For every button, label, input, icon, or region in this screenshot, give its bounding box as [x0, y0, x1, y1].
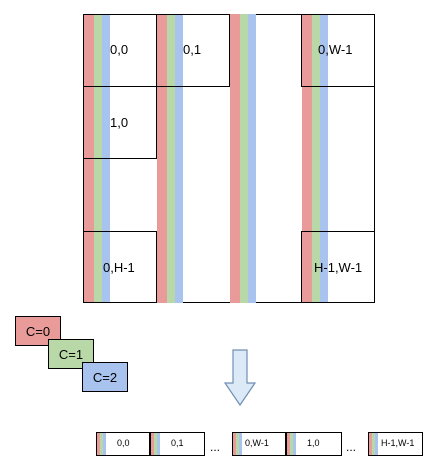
cell-0-w [301, 14, 375, 87]
channel-box-2: C=2 [82, 362, 128, 392]
column-stripes-w [302, 14, 328, 303]
sequence-label-4: H-1,W-1 [381, 438, 415, 448]
sequence-item-3: 1,0 [286, 432, 342, 456]
cell-label-0-w: 0,W-1 [318, 42, 353, 57]
down-arrow-icon [223, 349, 257, 407]
cell-label-0-1: 0,1 [183, 42, 202, 57]
sequence-ellipsis-1: ... [210, 440, 221, 454]
sequence-label-3: 1,0 [307, 438, 320, 448]
cell-label-h-w: H-1,W-1 [314, 260, 363, 275]
cell-label-0-0: 0,0 [110, 42, 129, 57]
column-stripes-1 [157, 14, 183, 303]
cell-1-0 [83, 86, 157, 159]
cell-h-w [301, 231, 375, 303]
cell-label-1-0: 1,0 [110, 115, 129, 130]
cell-label-h-0: 0,H-1 [103, 260, 135, 275]
cell-h-0 [83, 231, 157, 303]
sequence-item-2: 0,W-1 [232, 432, 286, 456]
sequence-label-0: 0,0 [117, 438, 130, 448]
cell-0-1 [156, 14, 230, 87]
sequence-label-2: 0,W-1 [245, 438, 269, 448]
sequence-ellipsis-2: ... [346, 440, 357, 454]
sequence-item-1: 0,1 [150, 432, 205, 456]
column-stripes-2 [230, 14, 256, 303]
sequence-item-0: 0,0 [96, 432, 150, 456]
sequence-label-1: 0,1 [171, 438, 184, 448]
sequence-item-4: H-1,W-1 [368, 432, 423, 456]
